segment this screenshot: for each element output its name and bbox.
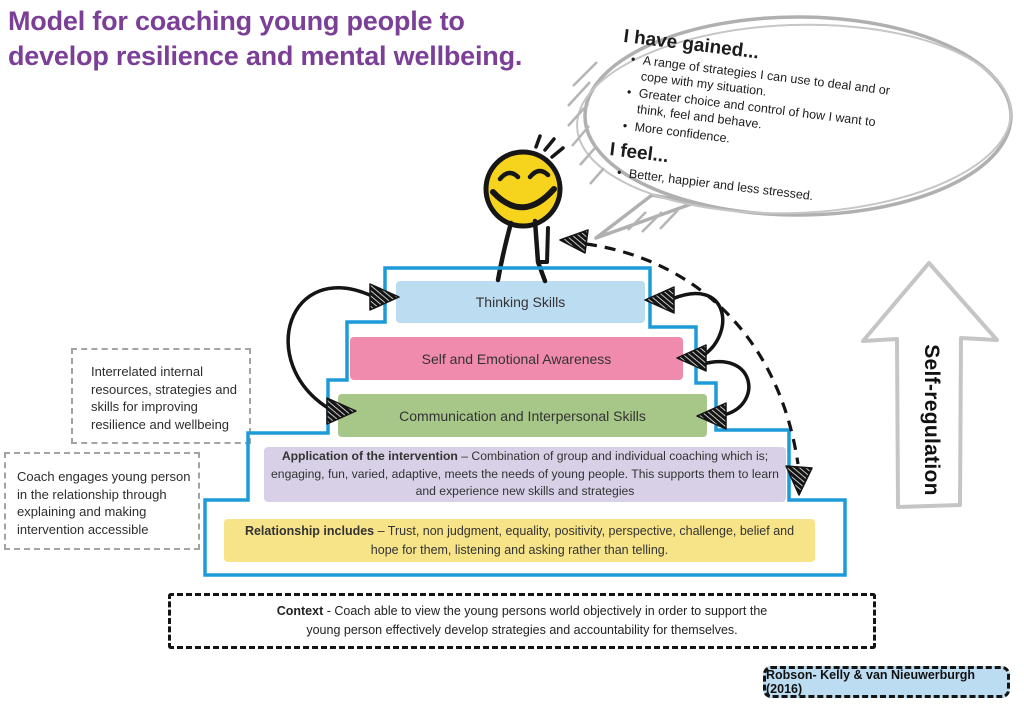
arrowhead-to-step	[785, 465, 813, 496]
context-lead: Context	[276, 604, 324, 619]
step-communication-skills: Communication and Interpersonal Skills	[338, 394, 707, 437]
arrowhead-thinking-right	[644, 286, 675, 314]
arm	[536, 226, 550, 264]
right-eye	[527, 168, 551, 180]
speech-bubble: I have gained... •A range of strategies …	[606, 26, 974, 224]
note-coach-engagement: Coach engages young person in the relati…	[4, 452, 200, 550]
step-application-intervention-text: Application of the intervention – Combin…	[270, 448, 780, 501]
step-self-emotional-awareness-label: Self and Emotional Awareness	[421, 350, 612, 367]
step-thinking-skills: Thinking Skills	[396, 281, 645, 323]
arrowhead-to-figure	[559, 229, 589, 254]
step-communication-skills-label: Communication and Interpersonal Skills	[399, 407, 646, 424]
hair-strokes	[534, 134, 565, 159]
step-application-intervention: Application of the intervention – Combin…	[264, 447, 786, 502]
self-regulation-label: Self-regulation	[920, 344, 943, 496]
context-text: Context - Coach able to view the young p…	[266, 602, 778, 640]
context-box: Context - Coach able to view the young p…	[168, 593, 876, 649]
attribution-text: Robson- Kelly & van Nieuwerburgh (2016)	[766, 668, 976, 696]
attribution-badge: Robson- Kelly & van Nieuwerburgh (2016)	[763, 666, 1010, 698]
arrowhead-thinking-left	[369, 283, 400, 311]
note-internal-resources-text: Interrelated internal resources, strateg…	[91, 364, 237, 433]
step-relationship-lead: Relationship includes	[244, 524, 375, 539]
step-thinking-skills-label: Thinking Skills	[475, 294, 566, 310]
smile	[490, 186, 557, 211]
note-coach-engagement-text: Coach engages young person in the relati…	[17, 469, 191, 538]
page-title-line2: develop resilience and mental wellbeing.	[8, 40, 523, 71]
left-leg	[495, 220, 514, 283]
step-application-lead: Application of the intervention	[281, 448, 458, 463]
context-rest: - Coach able to view the young persons w…	[306, 604, 768, 637]
step-self-emotional-awareness: Self and Emotional Awareness	[350, 337, 683, 380]
left-eye	[497, 170, 521, 182]
step-relationship-text: Relationship includes – Trust, non judgm…	[236, 522, 803, 558]
page-title-line1: Model for coaching young people to	[8, 6, 465, 36]
step-relationship-rest: – Trust, non judgment, equality, positiv…	[370, 524, 795, 557]
right-arc-bottom	[701, 360, 751, 416]
page-title: Model for coaching young people to devel…	[8, 4, 548, 73]
smiley-figure	[483, 134, 565, 284]
note-internal-resources: Interrelated internal resources, strateg…	[71, 348, 251, 444]
step-relationship: Relationship includes – Trust, non judgm…	[224, 519, 815, 562]
right-leg	[532, 218, 548, 284]
